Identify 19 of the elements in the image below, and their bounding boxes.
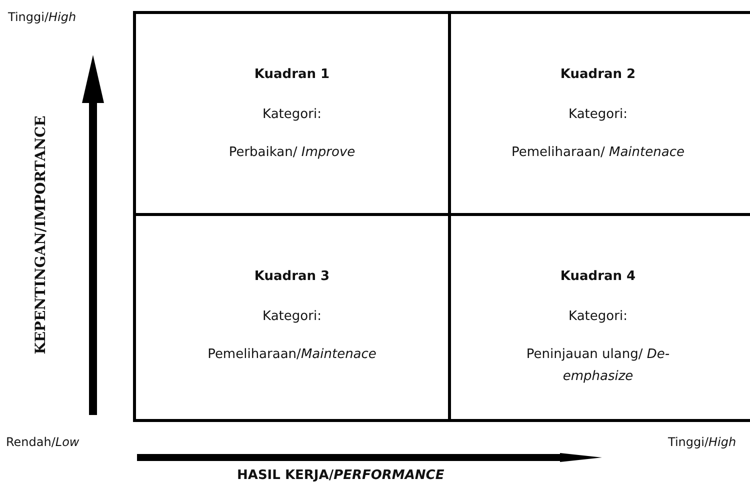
axis-label: Tinggi/High <box>8 10 76 24</box>
category-label: Kategori: <box>262 106 322 124</box>
quadrant-heading: Kuadran 3 <box>253 268 331 286</box>
category-value: Perbaikan/ Improve <box>228 144 356 162</box>
quadrant-heading: Kuadran 4 <box>559 268 637 286</box>
category-value: Peninjauan ulang/ De-emphasize <box>525 346 671 386</box>
quadrant-heading: Kuadran 1 <box>253 66 331 84</box>
quadrant-heading: Kuadran 2 <box>559 66 637 84</box>
axis-title: KEPENTINGAN/IMPORTANCE <box>33 116 49 354</box>
category-value: Pemeliharaan/Maintenace <box>206 346 378 364</box>
category-value: Pemeliharaan/ Maintenace <box>510 144 686 162</box>
quadrant-cell <box>133 213 451 422</box>
axis-label: Rendah/Low <box>6 435 80 449</box>
axis-title: HASIL KERJA/PERFORMANCE <box>237 468 444 483</box>
quadrant-cell <box>133 11 451 216</box>
category-label: Kategori: <box>262 308 322 326</box>
category-label: Kategori: <box>568 106 628 124</box>
category-label: Kategori: <box>568 308 628 326</box>
axis-label: Tinggi/High <box>668 435 736 449</box>
